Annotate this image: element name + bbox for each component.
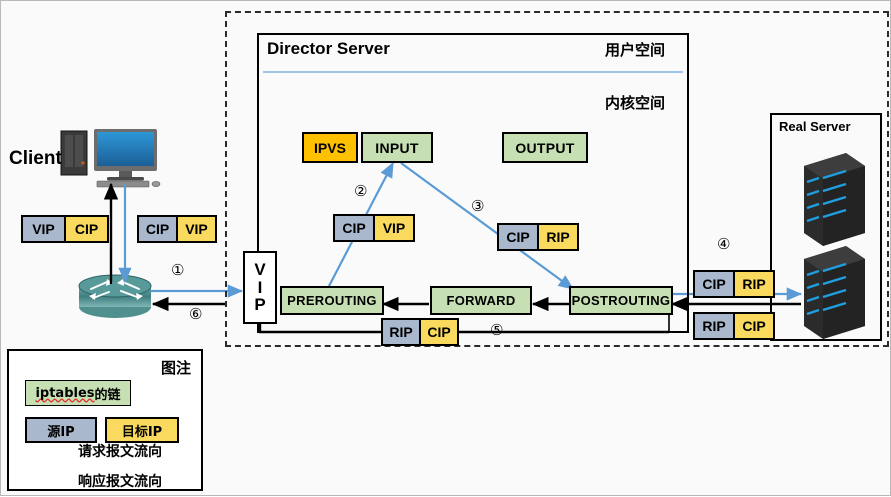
packet-dst: CIP (733, 314, 773, 338)
router-icon (78, 274, 152, 318)
client-label: Client (9, 148, 62, 169)
chain-postrouting: POSTROUTING (569, 286, 673, 315)
cluster-boundary (225, 11, 889, 347)
director-right-rail (687, 259, 689, 333)
vip-letter-3: P (254, 295, 266, 315)
packet-dst: VIP (373, 216, 413, 240)
packet-client-response: VIP CIP (21, 215, 109, 243)
packet-src: RIP (695, 314, 733, 338)
chain-input: INPUT (361, 132, 433, 163)
packet-src: CIP (139, 217, 176, 241)
step-3: ③ (471, 198, 485, 215)
packet-client-request: CIP VIP (137, 215, 217, 243)
user-kernel-divider (263, 71, 683, 73)
chain-prerouting: PREROUTING (280, 286, 384, 315)
packet-director-to-rs: CIP RIP (497, 223, 579, 251)
legend-chain-label-pre: iptables (35, 385, 95, 401)
packet-dst: RIP (733, 272, 773, 296)
packet-src: RIP (383, 320, 419, 344)
step-4: ④ (717, 236, 731, 253)
legend-dst-swatch: 目标IP (105, 417, 179, 443)
packet-src: CIP (695, 272, 733, 296)
packet-dst: CIP (64, 217, 107, 241)
legend-response-flow-label: 响应报文流向 (78, 474, 162, 490)
step-5: ⑤ (490, 322, 504, 339)
real-server-frame (770, 113, 882, 341)
kernel-space-label: 内核空间 (605, 94, 666, 112)
client-computer-icon (60, 129, 161, 188)
legend-src-swatch: 源IP (25, 417, 97, 443)
packet-rs-in: CIP RIP (693, 270, 775, 298)
chain-forward: FORWARD (430, 286, 532, 315)
vip-letter-2: I (257, 277, 263, 297)
packet-director-return: RIP CIP (381, 318, 459, 346)
vip-letter-1: V (254, 259, 266, 279)
packet-src: CIP (335, 216, 373, 240)
legend-chain-label-post: 的链 (94, 387, 121, 403)
packet-src: VIP (23, 217, 64, 241)
packet-dst: CIP (419, 320, 457, 344)
packet-src: CIP (499, 225, 537, 249)
real-server-title: Real Server (779, 119, 851, 134)
packet-rs-out: RIP CIP (693, 312, 775, 340)
user-space-label: 用户空间 (605, 41, 666, 59)
legend-request-flow-label: 请求报文流向 (78, 444, 162, 460)
ipvs-box: IPVS (302, 132, 358, 163)
legend-title: 图注 (160, 359, 191, 377)
director-server-frame (257, 33, 689, 333)
packet-dst: RIP (537, 225, 577, 249)
step-6: ⑥ (189, 306, 203, 323)
director-server-title: Director Server (267, 39, 390, 58)
step-2: ② (354, 183, 368, 200)
step-1: ① (171, 262, 185, 279)
packet-director-in: CIP VIP (333, 214, 415, 242)
chain-output: OUTPUT (502, 132, 588, 163)
vip-gateway-box: V I P (243, 251, 277, 324)
packet-dst: VIP (176, 217, 215, 241)
